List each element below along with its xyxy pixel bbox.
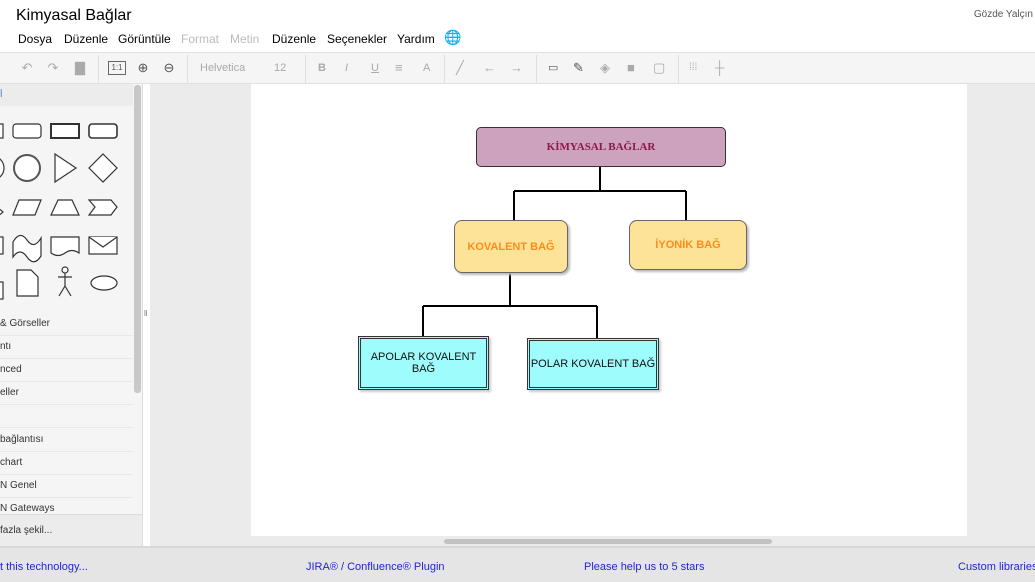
shape-sidebar: l & Görseller ntı nced eller bağlantısı … [0,84,143,546]
font-color-button[interactable]: A [423,62,431,74]
gradient-icon[interactable]: ■ [627,60,635,75]
guides-icon[interactable]: ┼ [715,60,725,75]
arrow-right-icon[interactable]: → [510,60,523,75]
menu-format[interactable]: Format [181,32,220,46]
menu-secenekler[interactable]: Seçenekler [327,32,388,46]
menu-duzenle[interactable]: Düzenle [64,32,109,46]
divider [678,55,679,83]
arrow-left-icon[interactable]: ← [483,60,496,75]
line-icon[interactable]: ╱ [456,60,464,75]
node-iyonik-bag[interactable]: İYONİK BAĞ [629,220,747,270]
node-polar-kovalent-bag[interactable]: POLAR KOVALENT BAĞ [527,338,659,390]
actual-size-button[interactable]: 1:1 [108,61,126,75]
trash-icon[interactable]: ▇ [75,60,85,75]
more-shapes-button[interactable]: fazla şekil... [0,514,142,546]
sidebar-section-4[interactable]: eller [0,382,133,405]
font-family-select[interactable]: Helvetica [200,62,246,74]
node-apolar-kovalent-bag[interactable]: APOLAR KOVALENT BAĞ [358,336,489,390]
fill-color-icon[interactable]: ◈ [600,60,610,75]
sidebar-section-general[interactable]: l [0,84,133,106]
toolbar: ↶ ↷ ▇ 1:1 ⊕ ⊖ Helvetica 12 B I U ≡ A ╱ ←… [0,52,1035,84]
divider [305,55,306,83]
sidebar-section-5[interactable] [0,405,133,428]
sidebar-section-images[interactable]: & Görseller [0,313,133,336]
line-color-icon[interactable]: ✎ [573,60,584,75]
sidebar-section-2[interactable]: ntı [0,336,133,359]
menu-goruntule[interactable]: Görüntüle [118,32,171,46]
divider [444,55,445,83]
sidebar-section-connection[interactable]: bağlantısı [0,429,133,452]
underline-button[interactable]: U [371,62,379,74]
connector-kovalent-children [422,273,598,338]
menu-dosya[interactable]: Dosya [18,32,53,46]
bold-button[interactable]: B [318,62,326,74]
divider [536,55,537,83]
sidebar-section-bpmn-general[interactable]: N Genel [0,475,133,498]
divider [187,55,188,83]
font-size-input[interactable]: 12 [274,62,287,74]
menu-duzenle-2[interactable]: Düzenle [272,32,317,46]
sidebar-scrollbar[interactable] [134,85,141,393]
document-title[interactable]: Kimyasal Bağlar [16,7,132,24]
footer-link-rate[interactable]: Please help us to 5 stars [584,561,705,573]
footer: t this technology... JIRA® / Confluence®… [0,546,1035,582]
footer-link-technology[interactable]: t this technology... [0,561,88,573]
align-icon[interactable]: ≡ [395,60,403,75]
zoom-out-icon[interactable]: ⊖ [163,60,175,75]
sidebar-section-advanced[interactable]: nced [0,359,133,382]
shape-palette[interactable] [0,112,130,302]
sidebar-resize-handle[interactable]: ll [144,309,148,318]
grid-icon[interactable]: ⁞⁞⁞ [689,62,698,73]
horizontal-scrollbar[interactable] [444,539,772,544]
image-icon[interactable]: ▭ [548,62,559,74]
footer-link-jira-plugin[interactable]: JIRA® / Confluence® Plugin [306,561,445,573]
connector-root-children [513,167,687,220]
footer-link-custom-libraries[interactable]: Custom libraries [958,561,1035,573]
user-name[interactable]: Gözde Yalçın [973,9,1033,20]
divider [98,55,99,83]
zoom-in-icon[interactable]: ⊕ [137,60,149,75]
globe-icon[interactable]: 🌐 [444,29,462,45]
node-kovalent-bag[interactable]: KOVALENT BAĞ [454,220,568,273]
shadow-icon[interactable]: ▢ [653,60,666,75]
redo-icon[interactable]: ↷ [47,60,59,75]
undo-icon[interactable]: ↶ [21,60,33,75]
node-kimyasal-baglar[interactable]: KİMYASAL BAĞLAR [476,127,726,167]
sidebar-section-flowchart[interactable]: chart [0,452,133,475]
menu-yardim[interactable]: Yardım [397,32,435,46]
menu-metin[interactable]: Metin [230,32,260,46]
italic-button[interactable]: I [345,62,349,74]
